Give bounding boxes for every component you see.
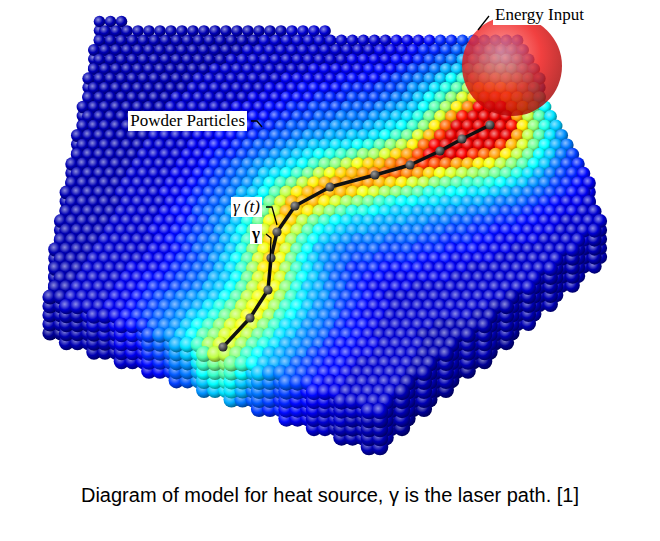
figure-stage: Diagram of model for heat source, γ is t… xyxy=(0,0,660,541)
powder-bed-illustration xyxy=(0,0,660,541)
